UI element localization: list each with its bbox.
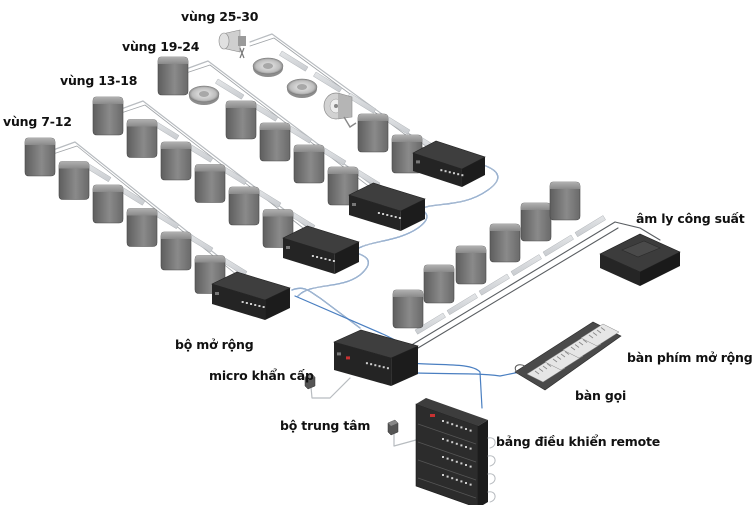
label-expansion-keypad: bàn phím mở rộng [627,350,753,365]
cable-tray [478,273,510,296]
box-speaker-icon [392,289,424,329]
cable-tray [510,254,542,277]
box-speaker-icon [58,161,90,200]
box-speaker-icon [126,208,158,247]
label-zone-25-30: vùng 25-30 [181,9,259,24]
ceiling-speaker-icon [252,57,284,77]
patch-cable [487,455,496,467]
patch-cable [487,491,496,503]
label-central-unit: bộ trung tâm [280,418,371,433]
expander-unit-icon [282,225,360,274]
expander-unit-icon [412,140,486,187]
box-speaker-icon [160,141,192,181]
emergency-microphone-icon [387,419,399,436]
network-cable [297,249,369,297]
box-speaker-icon [520,202,552,242]
label-zone-19-24: vùng 19-24 [122,39,200,54]
cable-tray [542,234,574,257]
emergency-microphone-icon [304,373,316,390]
patch-cable [487,473,496,485]
cable-tray [279,50,309,72]
keypad-module-icon [580,323,620,347]
box-speaker-icon [549,181,581,221]
cable-tray [414,312,446,335]
cable-tray [313,71,343,93]
ceiling-speaker-icon [286,78,318,98]
amp-cable [614,221,661,241]
box-speaker-icon [225,100,257,140]
cable-tray [446,293,478,316]
box-speaker-icon [194,164,226,203]
box-speaker-icon [92,96,124,136]
box-speaker-icon [157,56,189,96]
label-emergency-mic: micro khẩn cấp [209,368,314,383]
box-speaker-icon [357,113,389,153]
backbone-cable [397,227,619,361]
network-cable [291,287,361,329]
box-speaker-icon [293,144,325,184]
label-power-amp: âm ly công suất [636,211,745,226]
label-expander: bộ mở rộng [175,337,254,352]
expander-unit-icon [348,182,426,231]
mic-cable [310,377,351,399]
ceiling-speaker-icon [188,85,220,105]
devices-layer [24,29,681,505]
call-station-icon [514,321,622,391]
horn-speaker-icon [218,29,246,59]
box-speaker-icon [489,223,521,263]
remote-control-panel-icon [415,398,496,505]
box-speaker-icon [228,186,260,226]
label-zone-7-12: vùng 7-12 [3,114,72,129]
backbone-cable [394,221,616,356]
box-speaker-icon [24,137,56,177]
cable-tray [574,215,606,238]
patch-cable [487,437,496,449]
box-speaker-icon [455,245,487,285]
box-speaker-icon [92,184,124,224]
network-cable [414,161,499,213]
label-remote-panel: bảng điều khiển remote [496,434,661,449]
label-call-station: bàn gọi [575,388,627,403]
box-speaker-icon [423,264,455,304]
box-speaker-icon [160,231,192,271]
box-speaker-icon [259,122,291,162]
mic-cable [393,431,417,447]
expander-unit-icon [211,271,291,320]
horn-speaker-icon [323,92,357,128]
network-cable [291,287,361,329]
cable-tray [215,78,245,100]
label-zone-13-18: vùng 13-18 [60,73,138,88]
box-speaker-icon [126,119,158,158]
power-amplifier-icon [599,233,681,286]
central-unit-icon [333,329,419,386]
